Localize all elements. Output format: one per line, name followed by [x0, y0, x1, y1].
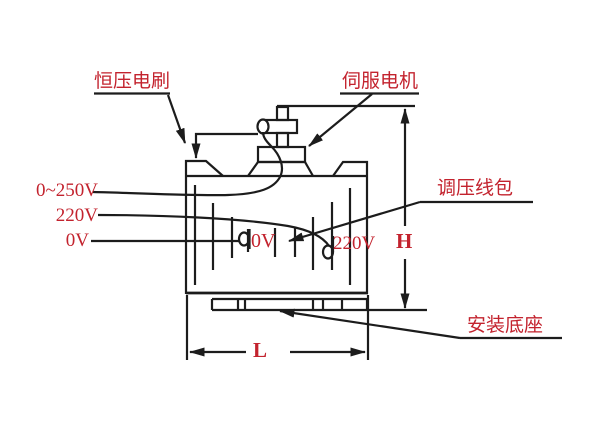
label-left-tap-0v: 0V [65, 230, 89, 251]
motor-body [263, 118, 299, 135]
coil-winding-lines [193, 185, 352, 285]
label-left-tap-220v: 220V [55, 205, 98, 226]
label-inner-tap-220v: 220V [333, 233, 376, 254]
label-constant-voltage-brush: 恒压电刷 [94, 71, 171, 92]
label-inner-tap-0v: 0V [251, 230, 276, 252]
servo-leader-arrow [308, 93, 373, 147]
wire-220v-to-tap [97, 213, 330, 247]
brush-leader-arrow [166, 94, 187, 144]
body-right-edge-and-bump [332, 160, 369, 294]
label-voltage-regulating-coil: 调压线包 [437, 178, 514, 199]
base-leader-arrow [279, 308, 461, 340]
body-left-edge-and-brush-bump [184, 159, 224, 294]
wire-0-250v-to-brush-motor [92, 131, 284, 197]
motor-upper-shaft [275, 105, 290, 122]
label-output-range-0-250v: 0~250V [35, 180, 98, 201]
label-dim-height: H [396, 229, 413, 253]
label-servo-motor: 伺服电机 [342, 71, 419, 92]
mounting-base-strip [210, 297, 427, 312]
label-dim-length: L [253, 338, 268, 362]
terminal-220v [321, 236, 335, 260]
motor-lower-shaft [275, 131, 290, 149]
label-mounting-base: 安装底座 [467, 315, 544, 336]
brush-linkage-line [191, 132, 258, 159]
coil-leader-arrow [288, 200, 421, 243]
motor-shaft-end [256, 118, 270, 135]
terminal-0v [237, 229, 251, 249]
motor-mount-block [256, 145, 307, 164]
